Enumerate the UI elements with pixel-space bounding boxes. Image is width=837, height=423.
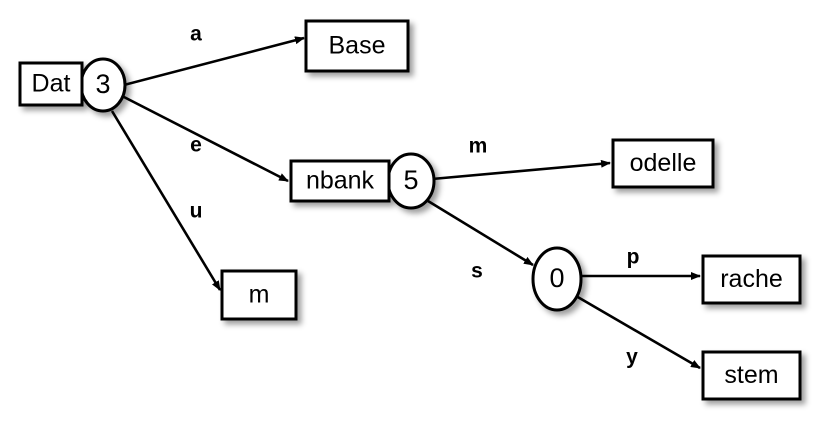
- node-dat-label: Dat: [32, 70, 71, 98]
- edge-labels-group: a e u m s p y: [190, 23, 640, 369]
- edge-label-m: m: [469, 135, 488, 158]
- node-nbank-label: nbank: [306, 167, 375, 195]
- edge-y: [575, 294, 701, 370]
- node-0-label: 0: [549, 263, 564, 293]
- edge-m: [431, 159, 611, 181]
- node-3-label: 3: [95, 69, 110, 99]
- node-0-ellipse[interactable]: [531, 246, 583, 312]
- edge-label-e: e: [190, 134, 202, 157]
- node-odelle-label: odelle: [630, 149, 697, 177]
- node-m-rect[interactable]: [220, 269, 298, 321]
- edge-label-a: a: [190, 23, 202, 46]
- edge-u: [110, 110, 222, 291]
- node-base-rect[interactable]: [304, 19, 410, 73]
- edge-label-s: s: [471, 260, 483, 283]
- node-odelle-rect[interactable]: [611, 138, 715, 189]
- node-dat-rect[interactable]: [18, 61, 84, 107]
- node-nbank-rect[interactable]: [289, 159, 391, 203]
- edge-s: [427, 199, 534, 267]
- node-labels-group: Dat 3 Base nbank 5 m odelle 0 rache stem: [32, 32, 783, 390]
- edge-e: [121, 94, 289, 183]
- node-base-label: Base: [329, 32, 386, 60]
- edge-a: [123, 36, 305, 87]
- node-rache-rect[interactable]: [701, 254, 802, 305]
- node-rache-label: rache: [720, 265, 783, 293]
- edge-label-p: p: [627, 246, 640, 269]
- edge-label-u: u: [190, 200, 203, 223]
- node-stem-label: stem: [724, 361, 778, 389]
- node-m-label: m: [249, 281, 270, 309]
- nodes-group: [18, 19, 802, 401]
- edge-label-y: y: [626, 346, 638, 369]
- node-5-label: 5: [403, 165, 418, 195]
- node-stem-rect[interactable]: [701, 350, 802, 401]
- edges-group: [110, 36, 701, 370]
